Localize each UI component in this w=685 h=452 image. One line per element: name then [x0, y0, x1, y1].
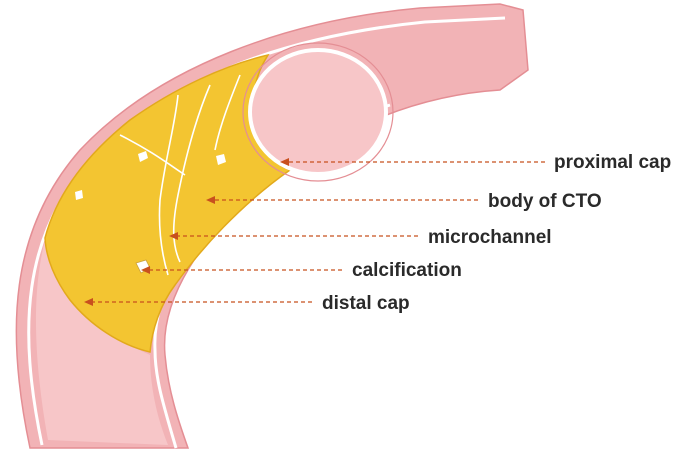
microchannel-line: [172, 84, 211, 263]
label-proximal-cap: proximal cap: [554, 152, 671, 173]
microchannel-line: [158, 94, 179, 276]
leader-proximal-cap: [280, 158, 545, 166]
leader-microchannel: [169, 232, 418, 240]
leader-distal-cap: [84, 298, 312, 306]
proximal-lumen-rim: [242, 42, 394, 182]
label-calcification: calcification: [352, 260, 462, 281]
label-body-of-cto: body of CTO: [488, 191, 602, 212]
leader-body-of-cto: [206, 196, 478, 204]
proximal-lumen-opening: [248, 48, 388, 176]
calcification-speck: [216, 154, 226, 165]
microchannel-line: [119, 134, 186, 176]
calcification-speck: [138, 151, 148, 162]
microchannel-line: [214, 74, 241, 151]
label-microchannel: microchannel: [428, 227, 552, 248]
leader-calcification: [141, 266, 342, 274]
calcification-speck: [75, 190, 83, 200]
label-distal-cap: distal cap: [322, 293, 410, 314]
